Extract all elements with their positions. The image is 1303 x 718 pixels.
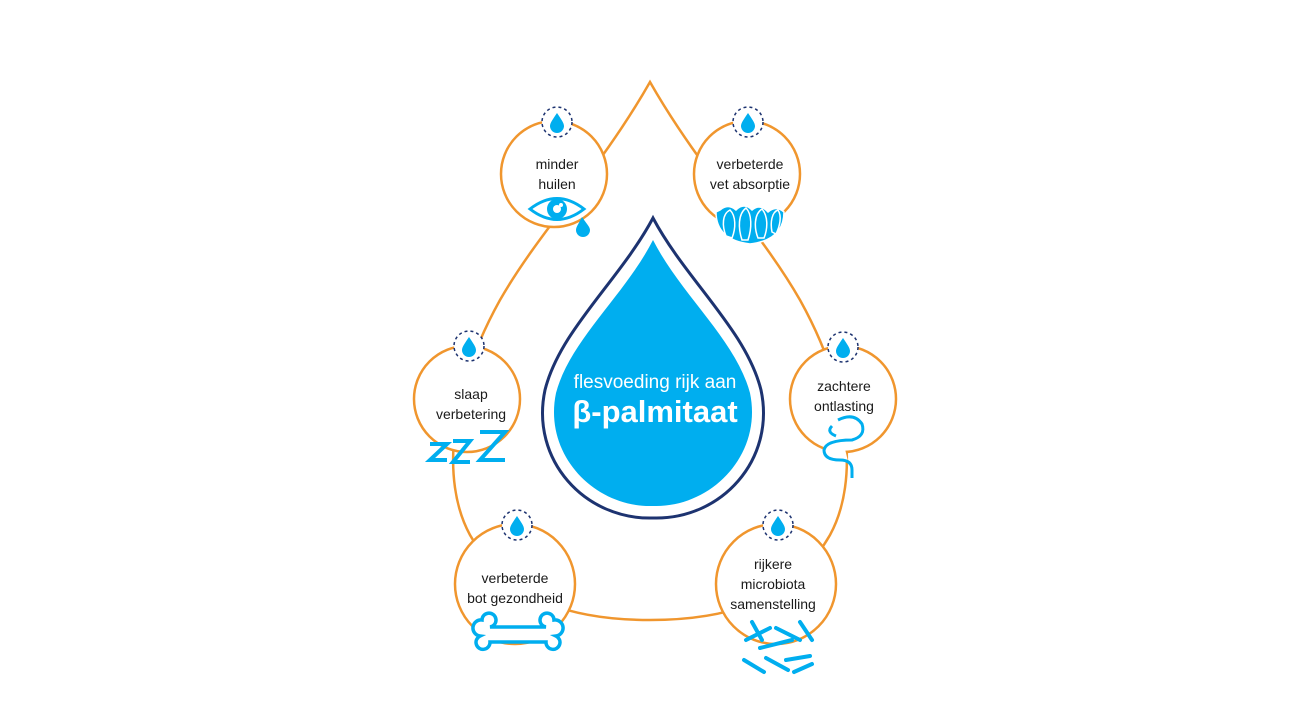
outer-drop-outline — [451, 79, 849, 622]
bacteria-icon — [742, 620, 814, 674]
center-title-line2: β-palmitaat — [572, 394, 738, 429]
benefit-label-line: slaap — [454, 386, 488, 402]
center-title-line1: flesvoeding rijk aan — [573, 372, 737, 393]
benefit-label-line: bot gezondheid — [467, 590, 563, 606]
benefit-label-vet-absorptie: verbeterde vet absorptie — [690, 154, 810, 194]
intestinal-villi-icon — [715, 205, 785, 245]
benefit-label-line: microbiota — [740, 576, 806, 592]
benefit-label-line: samenstelling — [730, 596, 816, 612]
benefit-circle-vet-absorptie — [692, 106, 802, 229]
benefit-label-line: verbeterde — [716, 156, 784, 172]
benefit-circle-slaap — [412, 330, 522, 454]
benefit-label-ontlasting: zachtere ontlasting — [784, 376, 904, 416]
benefit-label-line: zachtere — [817, 378, 871, 394]
benefit-label-line: ontlasting — [814, 398, 874, 414]
center-drop — [553, 240, 753, 507]
benefit-label-line: rijkere — [753, 556, 793, 572]
benefit-label-line: minder — [535, 156, 579, 172]
benefit-label-slaap: slaap verbetering — [411, 384, 531, 424]
zzz-sleep-icon — [424, 430, 510, 464]
crying-eye-icon — [527, 197, 590, 237]
benefit-label-minder-huilen: minder huilen — [497, 154, 617, 194]
benefit-label-line: verbeterde — [481, 570, 549, 586]
benefit-label-microbiota: rijkere microbiota samenstelling — [713, 554, 833, 614]
benefit-label-line: verbetering — [435, 406, 507, 422]
benefit-label-bot: verbeterde bot gezondheid — [455, 568, 575, 608]
benefit-label-line: vet absorptie — [709, 176, 791, 192]
intestine-icon — [822, 415, 865, 478]
bone-icon — [471, 611, 565, 652]
benefit-label-line: huilen — [538, 176, 576, 192]
benefit-circle-microbiota — [714, 509, 838, 646]
benefit-circle-minder-huilen — [499, 106, 609, 229]
